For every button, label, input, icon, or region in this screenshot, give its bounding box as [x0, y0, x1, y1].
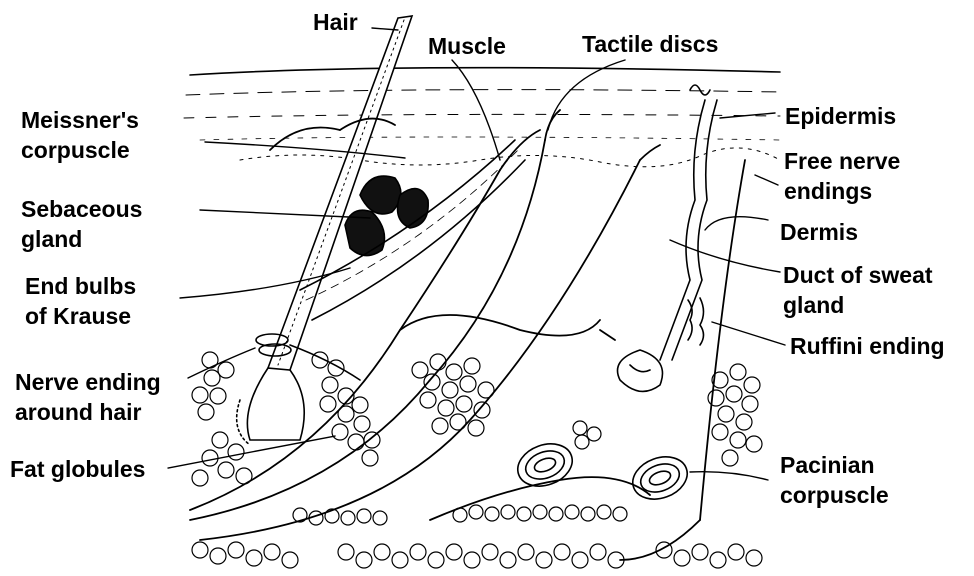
label-hair: Hair — [313, 7, 358, 37]
sebaceous-gland-shape — [345, 176, 428, 255]
epidermis-layer — [184, 68, 780, 167]
label-meissners-line2: corpuscle — [21, 135, 139, 165]
label-pacinian-corpuscle: Pacinian corpuscle — [780, 450, 889, 510]
label-pacinian-line2: corpuscle — [780, 480, 889, 510]
label-sebaceous-line1: Sebaceous — [21, 194, 142, 224]
ruffini-ending-shape — [688, 298, 704, 345]
label-muscle: Muscle — [428, 31, 506, 61]
label-end-bulbs-line1: End bulbs — [25, 271, 136, 301]
label-dermis: Dermis — [780, 217, 858, 247]
fat-globule-clusters — [192, 352, 762, 568]
label-duct-of-sweat-gland: Duct of sweat gland — [783, 260, 933, 320]
label-sweat-duct-line2: gland — [783, 290, 933, 320]
label-sebaceous-line2: gland — [21, 224, 142, 254]
hair-shaft — [237, 16, 412, 445]
label-free-nerve-endings: Free nerve endings — [784, 146, 900, 206]
label-free-nerve-line1: Free nerve — [784, 146, 900, 176]
label-fat-globules: Fat globules — [10, 454, 145, 484]
label-sebaceous-gland: Sebaceous gland — [21, 194, 142, 254]
label-free-nerve-line2: endings — [784, 176, 900, 206]
label-nerve-ending-around-hair: Nerve ending around hair — [15, 367, 161, 427]
label-epidermis: Epidermis — [785, 101, 896, 131]
label-meissners-line1: Meissner's — [21, 105, 139, 135]
label-pacinian-line1: Pacinian — [780, 450, 889, 480]
nerve-fibres — [190, 110, 745, 560]
label-ruffini-ending: Ruffini ending — [790, 331, 945, 361]
label-tactile-discs: Tactile discs — [582, 29, 718, 59]
label-end-bulbs-of-krause: End bulbs of Krause — [25, 271, 136, 331]
sweat-duct — [618, 85, 718, 391]
label-end-bulbs-line2: of Krause — [25, 301, 136, 331]
label-nerve-hair-line1: Nerve ending — [15, 367, 161, 397]
pacinian-corpuscle-shapes — [512, 437, 693, 507]
label-sweat-duct-line1: Duct of sweat — [783, 260, 933, 290]
label-meissners-corpuscle: Meissner's corpuscle — [21, 105, 139, 165]
label-nerve-hair-line2: around hair — [15, 397, 161, 427]
